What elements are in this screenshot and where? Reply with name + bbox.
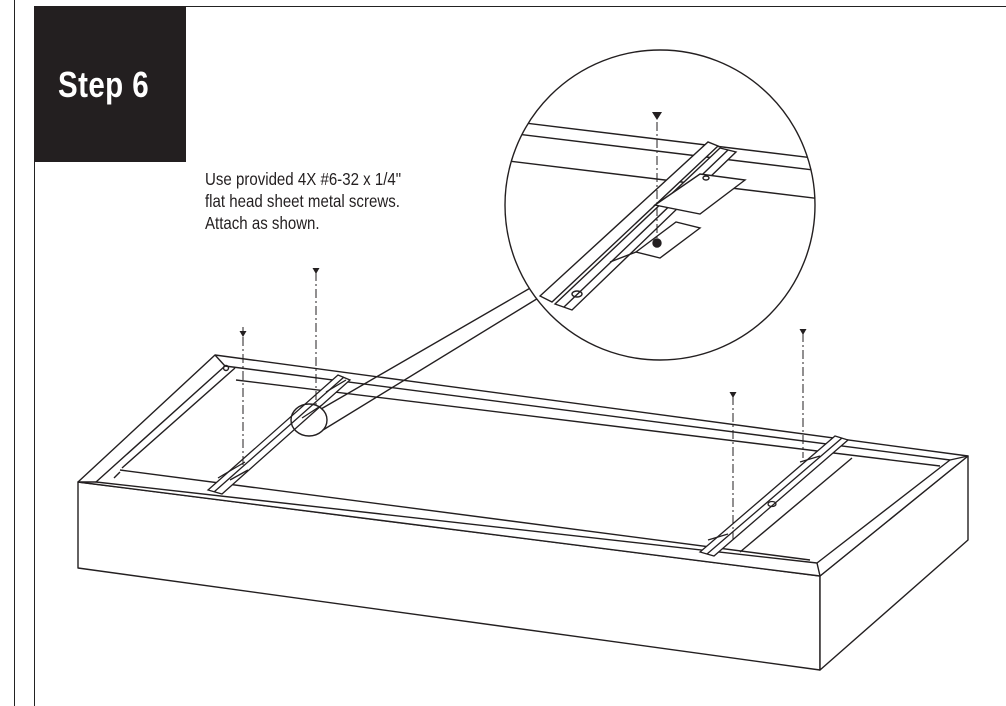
page-left-rule (14, 0, 15, 706)
instruction-line-3: Attach as shown. (205, 213, 320, 233)
step-title: Step 6 (58, 64, 150, 105)
flat-head-screw-icon (729, 392, 737, 398)
flat-head-screw-icon (652, 112, 662, 120)
step-frame (34, 6, 1006, 706)
flat-head-screw-icon (799, 329, 807, 335)
screws (239, 268, 807, 398)
flat-head-screw-icon (239, 327, 247, 337)
instruction-text: Use provided 4X #6-32 x 1/4" flat head s… (205, 168, 401, 234)
flat-head-screw-icon (312, 268, 320, 274)
detail-target-circle (290, 403, 328, 437)
step-banner: Step 6 (34, 6, 186, 162)
right-rail (698, 435, 850, 557)
zoom-detail (505, 119, 815, 311)
instruction-line-1: Use provided 4X #6-32 x 1/4" (205, 169, 402, 189)
drawer-base (77, 354, 969, 671)
screw-leaders (242, 272, 804, 540)
instruction-line-2: flat head sheet metal screws. (205, 191, 400, 211)
